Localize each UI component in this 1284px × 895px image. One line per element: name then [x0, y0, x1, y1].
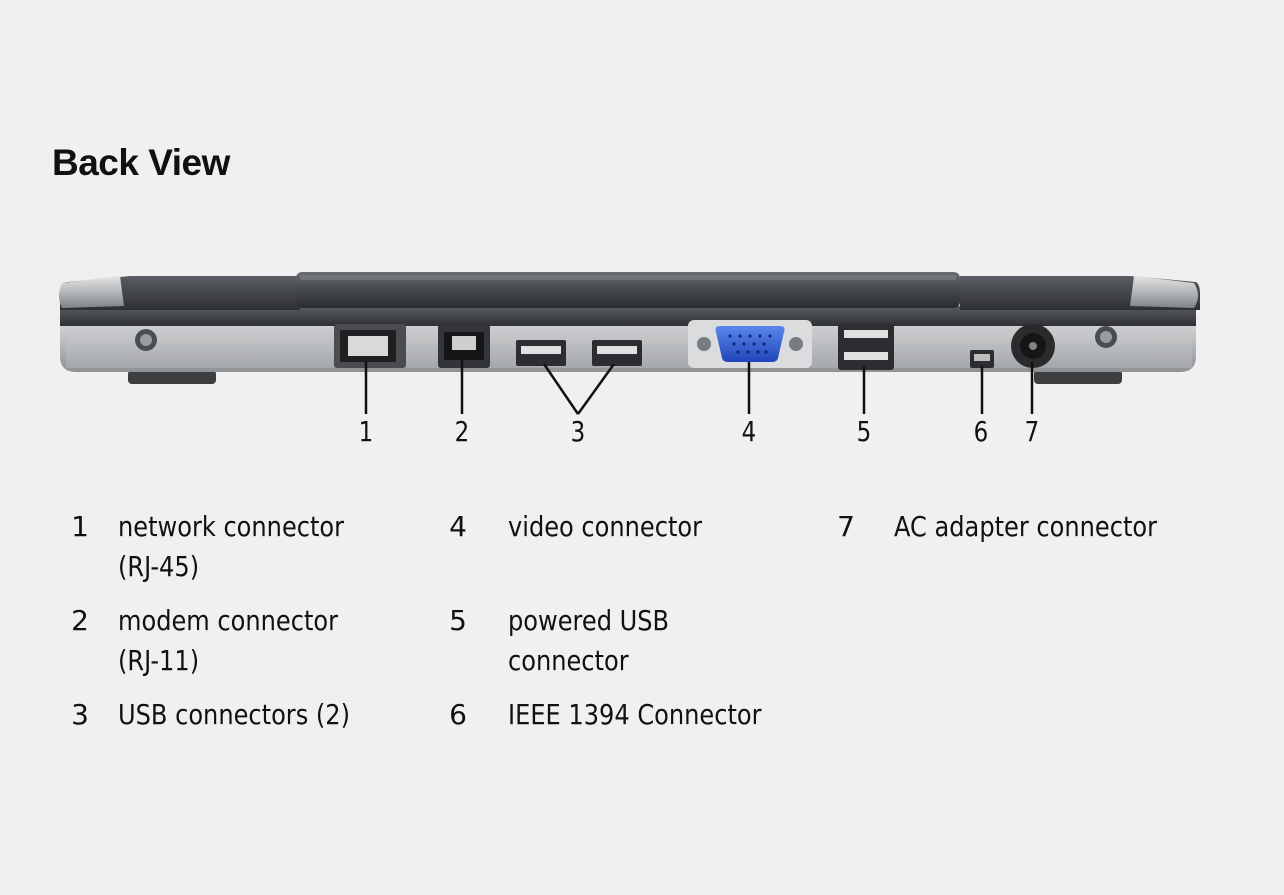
legend-number: 6 — [449, 698, 467, 731]
legend-label-line2: (RJ-45) — [118, 550, 200, 583]
network-connector-icon — [334, 324, 406, 368]
legend-label: network connector — [118, 510, 345, 543]
legend-label: modem connector — [118, 604, 339, 637]
ieee-1394-connector-icon — [970, 350, 994, 368]
legend-number: 7 — [837, 510, 855, 543]
right-hinge-icon — [1130, 276, 1198, 308]
left-screw-inner — [140, 334, 152, 346]
lid-bar — [296, 272, 960, 308]
legend-number: 2 — [71, 604, 89, 637]
callout-5: 5 — [856, 415, 872, 448]
laptop-back-illustration — [59, 272, 1200, 415]
lid-highlight — [300, 275, 956, 280]
callout-6: 6 — [973, 415, 989, 448]
video-connector-icon — [688, 320, 812, 368]
right-screw-inner — [1100, 331, 1112, 343]
legend-label: AC adapter connector — [894, 510, 1158, 543]
usb-connector-1-icon — [516, 340, 566, 366]
callout-4: 4 — [741, 415, 757, 448]
legend-label-line2: (RJ-11) — [118, 644, 200, 677]
base-dark-band — [60, 306, 1196, 326]
callout-3: 3 — [570, 415, 586, 448]
legend-number: 1 — [71, 510, 89, 543]
legend-label: IEEE 1394 Connector — [508, 698, 762, 731]
page-title: Back View — [52, 142, 230, 183]
modem-connector-icon — [438, 324, 490, 368]
legend-label: USB connectors (2) — [118, 698, 351, 731]
callout-7: 7 — [1024, 415, 1040, 448]
callout-2: 2 — [454, 415, 470, 448]
callout-1: 1 — [358, 415, 374, 448]
powered-usb-connector-icon — [838, 324, 894, 370]
legend-number: 3 — [71, 698, 89, 731]
usb-connector-2-icon — [592, 340, 642, 366]
legend-number: 5 — [449, 604, 467, 637]
legend-number: 4 — [449, 510, 467, 543]
legend-label: video connector — [508, 510, 703, 543]
ac-adapter-connector-icon — [1011, 324, 1055, 368]
legend-label-line2: connector — [508, 644, 629, 677]
leader-lines — [364, 356, 1034, 415]
legend-label: powered USB — [508, 604, 670, 637]
left-hinge-icon — [59, 276, 124, 308]
left-foot — [128, 370, 216, 384]
right-foot — [1034, 370, 1122, 384]
